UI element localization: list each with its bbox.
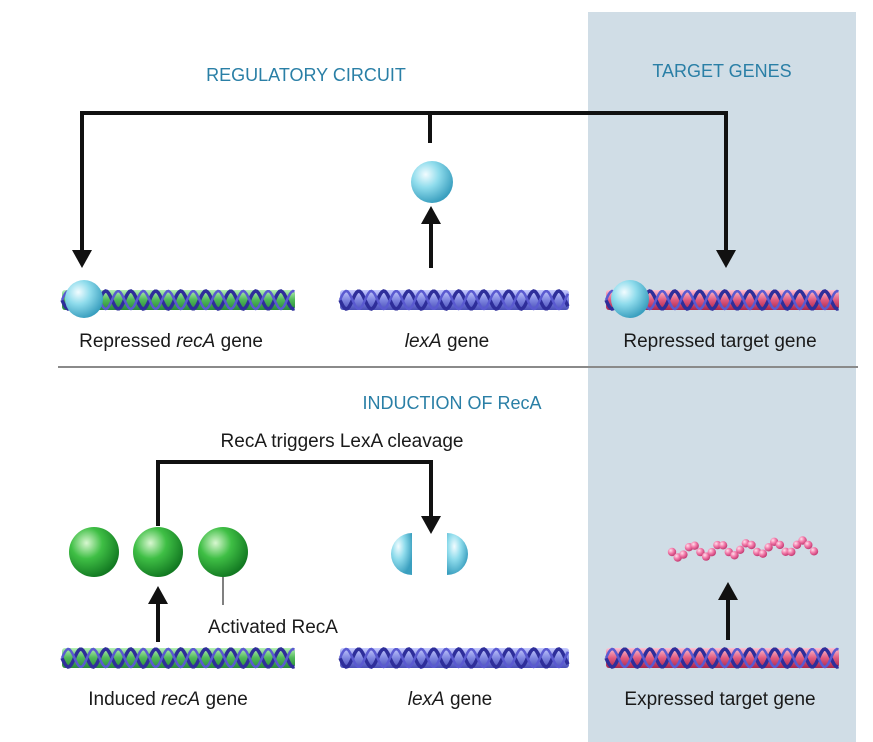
peptide-bead: [775, 540, 785, 550]
reca-expression-arrow: [148, 586, 168, 642]
heading-target-genes: TARGET GENES: [652, 61, 791, 81]
lexa-expression-arrow: [421, 206, 441, 268]
peptide-bead: [804, 540, 813, 550]
label-activated-reca: Activated RecA: [208, 617, 338, 638]
peptide-bead: [730, 551, 739, 560]
dna-lexa-top: [338, 289, 570, 311]
dna-lexa-bottom: [338, 647, 570, 669]
peptide-bead: [690, 541, 699, 550]
peptide-bead: [679, 550, 688, 559]
peptide-bead: [718, 541, 728, 550]
peptide-bead: [747, 540, 756, 550]
label-lexa-top: lexA gene: [405, 331, 490, 352]
dna-expressed-target: [604, 647, 839, 669]
reca-protein-2: [133, 527, 183, 577]
reca-protein-3: [198, 527, 248, 577]
reca-protein-1: [69, 527, 119, 577]
cleaved-lexa-left: [391, 533, 412, 575]
label-repressed-target: Repressed target gene: [623, 331, 816, 352]
label-expressed-target: Expressed target gene: [624, 689, 815, 710]
cleavage-arrow: [156, 460, 441, 534]
peptide-bead: [667, 547, 677, 557]
peptide-bead: [707, 548, 716, 557]
heading-induction: INDUCTION OF RecA: [362, 393, 541, 413]
dna-induced-reca: [60, 647, 295, 669]
label-trigger: RecA triggers LexA cleavage: [221, 431, 464, 452]
peptide-bead: [787, 547, 796, 557]
lexa-repressor-protein: [411, 161, 453, 203]
target-genes-panel: [588, 12, 856, 742]
expressed-protein-chain: [667, 536, 819, 562]
peptide-bead: [809, 547, 819, 556]
lexa-bound-target: [611, 280, 649, 318]
peptide-bead: [764, 543, 773, 552]
heading-regulatory-circuit: REGULATORY CIRCUIT: [206, 65, 406, 85]
label-repressed-reca: Repressed recA gene: [79, 331, 263, 352]
target-expression-arrow: [718, 582, 738, 640]
peptide-bead: [696, 547, 705, 557]
cleaved-lexa-right: [447, 533, 468, 575]
label-lexa-bottom: lexA gene: [408, 689, 493, 710]
lexa-bound-reca: [65, 280, 103, 318]
peptide-bead: [736, 545, 745, 554]
peptide-bead: [798, 536, 807, 545]
label-induced-reca: Induced recA gene: [88, 689, 248, 710]
repression-circuit-arrows: [72, 111, 736, 268]
peptide-bead: [758, 549, 768, 558]
peptide-bead: [701, 552, 711, 561]
